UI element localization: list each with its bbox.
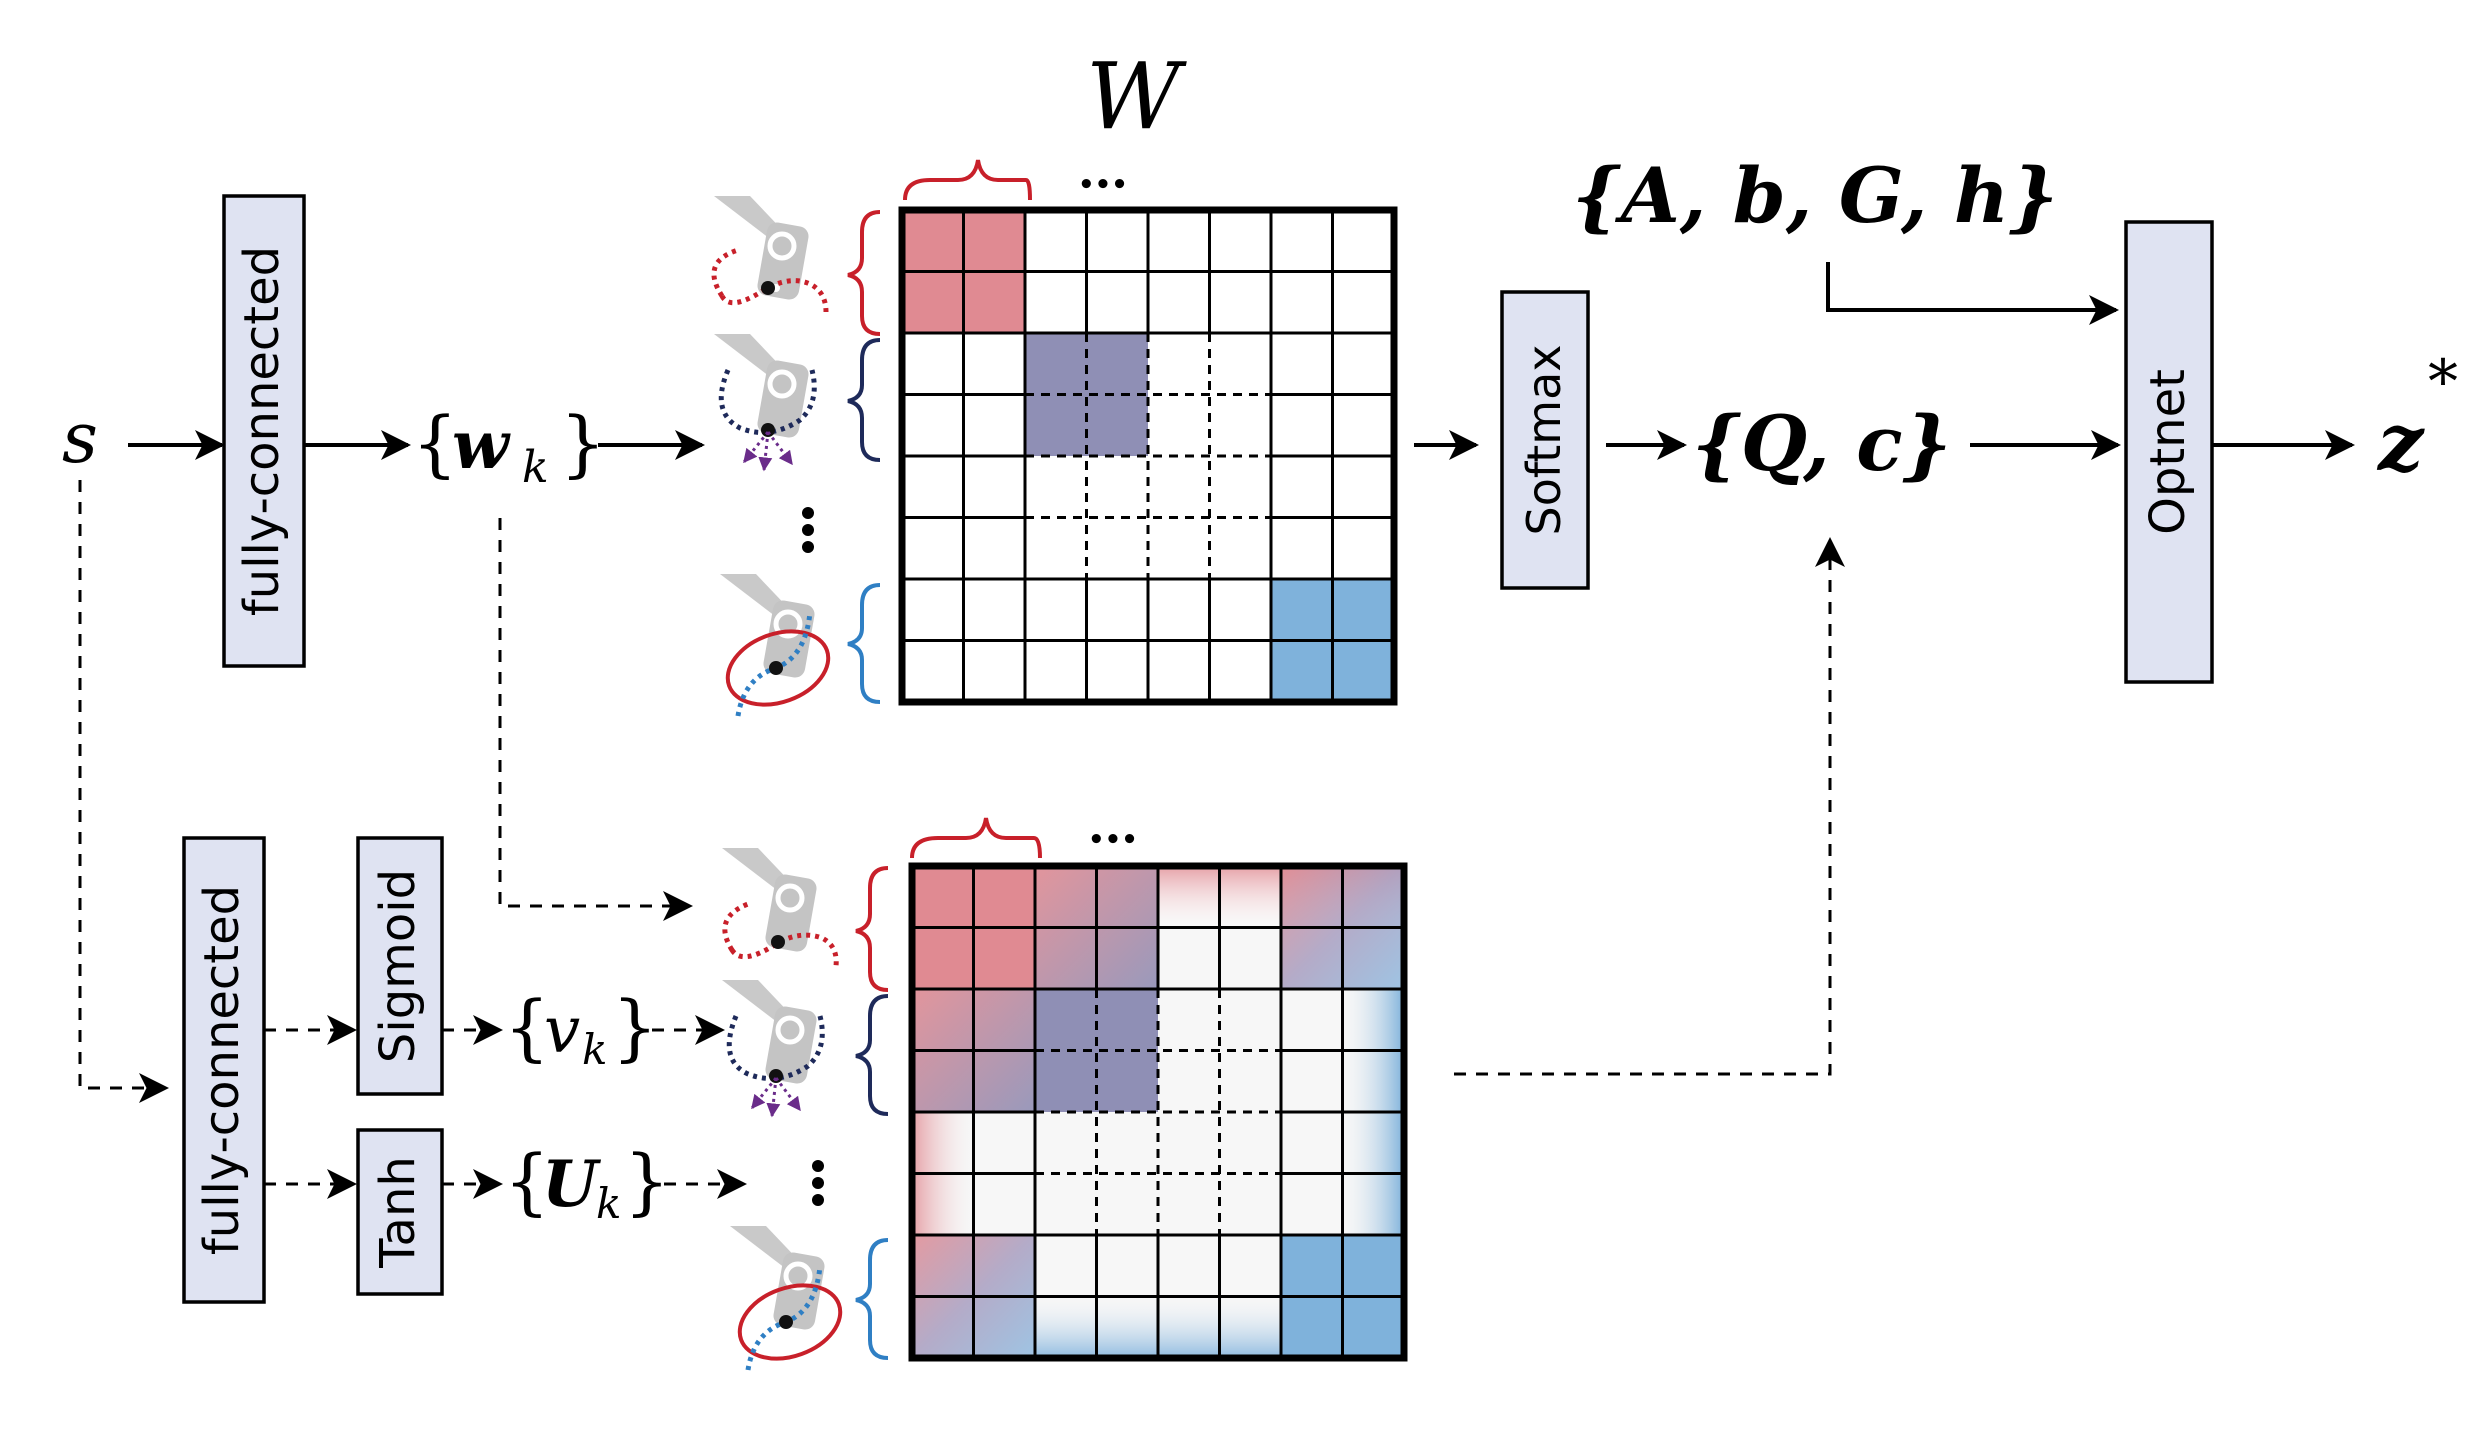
brace-icon-blue-bottom — [855, 1238, 889, 1360]
robot-arm-icon-top-2 — [714, 334, 809, 438]
Uk-subscript: k — [596, 1179, 621, 1228]
robot-arm-icon-top-3 — [720, 574, 815, 678]
force-arrows-icon-bottom — [750, 1077, 802, 1118]
robot-arm-icon-bottom-3 — [730, 1226, 825, 1330]
W-label: W — [1086, 43, 1187, 150]
Uk-set: { U k } — [504, 1139, 670, 1228]
grid-lines-top — [898, 206, 1398, 706]
fc-bottom-label: fully-connected — [194, 885, 250, 1255]
brace-icon-navy-bottom — [855, 994, 889, 1116]
vk-symbol: v — [544, 994, 580, 1068]
robot-arm-icon-bottom-1 — [722, 848, 817, 952]
ellipsis-icon-vertical-bottom — [812, 1160, 824, 1206]
brace-icon-red-bottom — [855, 866, 889, 992]
ellipse-obstacle-icon-bottom — [737, 1283, 843, 1361]
ellipsis-icon-top: ••• — [1078, 170, 1128, 200]
softmax-label: Softmax — [1517, 345, 1571, 536]
trajectory-curve-icon-bottom-1 — [722, 901, 839, 967]
vk-open-brace: { — [504, 985, 550, 1069]
vk-close-brace: } — [612, 985, 658, 1069]
output-z: z — [2376, 395, 2425, 489]
tanh-box: Tanh — [356, 1128, 444, 1296]
robot-arm-icon-top-1 — [714, 196, 809, 300]
robot-arm-icon-bottom-2 — [722, 980, 817, 1084]
softmax-box: Softmax — [1500, 290, 1590, 590]
Qc-set: {Q, c} — [1692, 399, 1951, 488]
arrow-Abgh-to-optnet — [1826, 262, 2119, 325]
ellipse-obstacle-icon-top — [725, 629, 831, 707]
dashed-bottom-matrix-to-Qc — [1454, 537, 1845, 1076]
Abgh-set: {A, b, G, h} — [1572, 151, 2058, 240]
wk-subscript: k — [522, 442, 549, 493]
wk-set: { w k } — [412, 401, 606, 493]
grid-lines-bottom — [908, 862, 1408, 1362]
vk-subscript: k — [582, 1025, 607, 1074]
fully-connected-top-box: fully-connected — [222, 194, 306, 668]
Uk-close-brace: } — [624, 1139, 670, 1223]
wk-open-brace: { — [412, 401, 458, 485]
wk-symbol: w — [452, 406, 511, 484]
brace-icon-red-top — [847, 210, 881, 336]
fc-top-label: fully-connected — [234, 246, 290, 616]
dashed-s-to-fc-bottom — [78, 480, 169, 1103]
optnet-box: Optnet — [2124, 220, 2214, 684]
brace-icon-top-horizontal — [903, 159, 1032, 201]
dashed-wk-to-bottom-robots — [498, 518, 693, 921]
fully-connected-bottom-box: fully-connected — [182, 836, 266, 1304]
ellipsis-icon-vertical-top — [802, 507, 814, 553]
sigmoid-label: Sigmoid — [370, 869, 426, 1063]
force-arrows-icon-top — [742, 431, 794, 472]
brace-icon-bottom-horizontal — [910, 817, 1042, 859]
brace-icon-blue-top — [847, 583, 881, 704]
tanh-label: Tanh — [370, 1156, 426, 1269]
vk-set: { v k } — [504, 985, 658, 1074]
ellipsis-icon-bottom: ••• — [1088, 825, 1138, 855]
optnet-label: Optnet — [2140, 369, 2196, 535]
output-z-star: * — [2428, 347, 2458, 417]
input-s: s — [62, 397, 98, 479]
Uk-symbol: U — [542, 1147, 602, 1222]
matrix-border — [898, 206, 1398, 706]
sigmoid-box: Sigmoid — [356, 836, 444, 1096]
Uk-open-brace: { — [504, 1139, 550, 1223]
brace-icon-navy-top — [847, 338, 881, 462]
matrix-border — [908, 862, 1408, 1362]
trajectory-curve-icon-top-1 — [711, 247, 829, 313]
